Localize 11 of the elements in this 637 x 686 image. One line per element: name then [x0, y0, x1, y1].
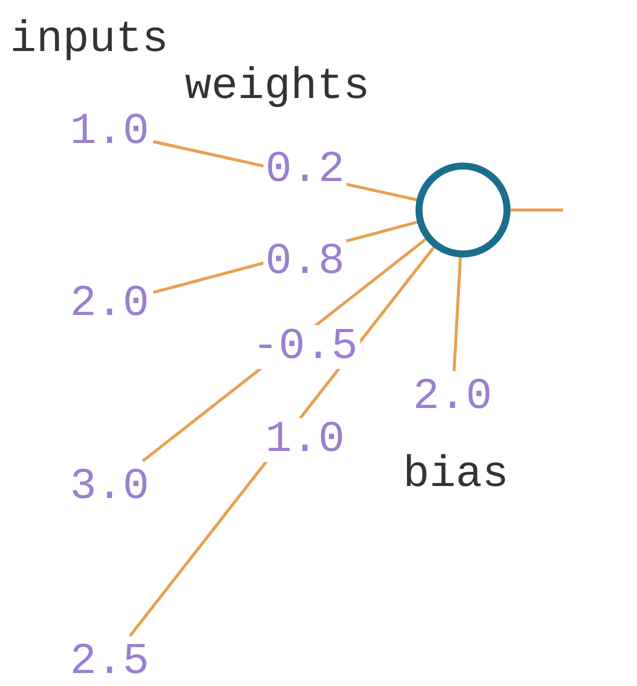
- value-label: 2.0: [70, 282, 150, 326]
- value-label: 1.0: [70, 110, 150, 154]
- connector-line: [510, 208, 563, 212]
- bias-label: bias: [403, 453, 509, 497]
- connector-line: [452, 256, 462, 372]
- value-label: 2.0: [413, 375, 492, 419]
- neuron-circle: [415, 162, 511, 258]
- value-label: 2.5: [70, 640, 150, 684]
- heading-label: weights: [185, 65, 370, 109]
- heading-label: inputs: [10, 18, 168, 62]
- value-label: 3.0: [70, 465, 150, 509]
